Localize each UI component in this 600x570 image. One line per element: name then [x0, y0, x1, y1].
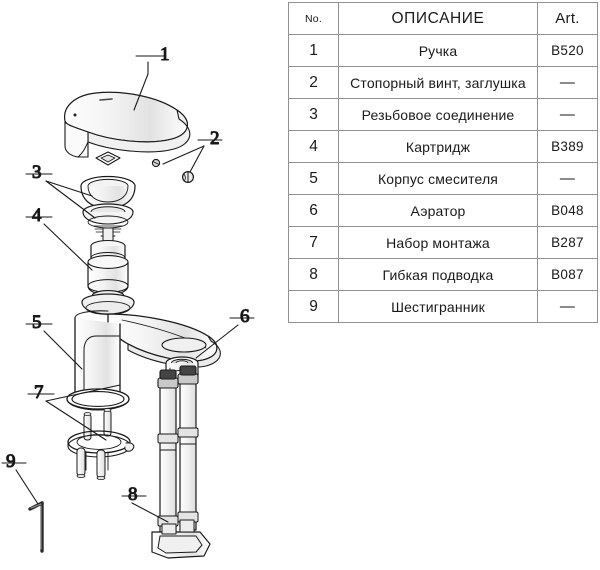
- header-no: No.: [288, 2, 339, 35]
- cell-no: 7: [288, 226, 339, 259]
- cell-description: Набор монтажа: [338, 226, 538, 259]
- cell-no: 8: [288, 258, 339, 291]
- cell-art: —: [537, 290, 598, 323]
- header-art: Art.: [537, 2, 598, 35]
- cell-no: 5: [288, 162, 339, 195]
- table-row: 3 Резьбовое соединение —: [288, 98, 598, 131]
- cell-description: Ручка: [338, 34, 538, 67]
- part-flexible-hose: [151, 365, 211, 559]
- cell-description: Гибкая подводка: [338, 258, 538, 291]
- part-handle-broach: [95, 151, 121, 166]
- callout-8: 8: [128, 484, 138, 505]
- part-threaded-joint: [80, 175, 136, 233]
- cell-no: 3: [288, 98, 339, 131]
- callout-5: 5: [32, 312, 42, 333]
- callout-3: 3: [32, 162, 42, 183]
- callout-numbers: 1 2 3 4 5 6 7 8 9: [5, 43, 250, 505]
- part-handle: [64, 91, 191, 158]
- table-row: 2 Стопорный винт, заглушка —: [288, 66, 598, 99]
- part-hex-key: [28, 501, 44, 553]
- cell-description: Аэратор: [338, 194, 538, 227]
- callout-7: 7: [34, 382, 44, 403]
- cell-art: B287: [537, 226, 598, 259]
- table-row: 8 Гибкая подводка B087: [288, 258, 598, 291]
- cell-no: 6: [288, 194, 339, 227]
- table-header-row: No. ОПИСАНИЕ Art.: [288, 2, 598, 35]
- parts-table: No. ОПИСАНИЕ Art. 1 Ручка B520 2 Стопорн…: [288, 2, 598, 323]
- callout-2: 2: [210, 128, 220, 149]
- table-row: 7 Набор монтажа B287: [288, 226, 598, 259]
- cell-art: B048: [537, 194, 598, 227]
- callout-9: 9: [6, 451, 16, 472]
- cell-art: —: [537, 162, 598, 195]
- part-mixer-body: [66, 293, 221, 411]
- table-row: 9 Шестигранник —: [288, 290, 598, 323]
- table-row: 4 Картридж B389: [288, 130, 598, 163]
- cell-description: Картридж: [338, 130, 538, 163]
- header-description: ОПИСАНИЕ: [338, 2, 538, 35]
- cell-description: Стопорный винт, заглушка: [338, 66, 538, 99]
- cell-art: B389: [537, 130, 598, 163]
- callout-leader-lines: [1, 55, 255, 523]
- cell-no: 1: [288, 34, 339, 67]
- table-row: 6 Аэратор B048: [288, 194, 598, 227]
- faucet-exploded-drawing: 1 2 3 4 5 6 7 8 9: [1, 43, 255, 559]
- cell-art: B087: [537, 258, 598, 291]
- cell-art: —: [537, 98, 598, 131]
- cell-description: Шестигранник: [338, 290, 538, 323]
- cell-art: —: [537, 66, 598, 99]
- callout-4: 4: [32, 205, 42, 226]
- callout-1: 1: [160, 44, 170, 65]
- cell-no: 2: [288, 66, 339, 99]
- callout-6: 6: [240, 306, 250, 327]
- table-row: 1 Ручка B520: [288, 34, 598, 67]
- part-cartridge: [87, 227, 129, 308]
- part-screw-cap: [182, 171, 195, 184]
- cell-description: Корпус смесителя: [338, 162, 538, 195]
- cell-art: B520: [537, 34, 598, 67]
- exploded-diagram-panel: 1 2 3 4 5 6 7 8 9: [0, 0, 288, 570]
- cell-no: 9: [288, 290, 339, 323]
- part-set-screw: [151, 158, 161, 168]
- part-mounting-kit: [67, 408, 135, 480]
- parts-table-panel: No. ОПИСАНИЕ Art. 1 Ручка B520 2 Стопорн…: [288, 2, 598, 323]
- cell-description: Резьбовое соединение: [338, 98, 538, 131]
- table-row: 5 Корпус смесителя —: [288, 162, 598, 195]
- cell-no: 4: [288, 130, 339, 163]
